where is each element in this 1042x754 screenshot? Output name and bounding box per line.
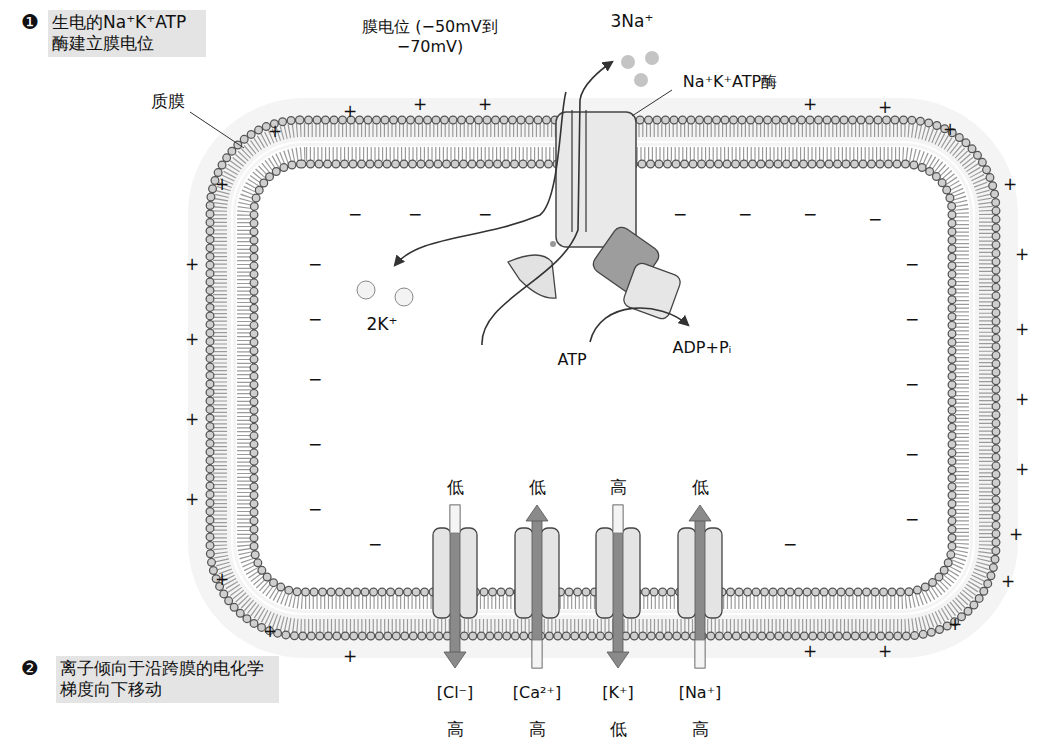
charge-sign: + [943, 119, 957, 140]
charge-sign: + [1015, 244, 1029, 265]
charge-sign: − [905, 444, 919, 465]
charge-sign: + [478, 94, 492, 115]
charge-sign: − [738, 204, 752, 225]
level-label: 低 [447, 477, 464, 498]
ion-label: [Cl⁻] [437, 683, 474, 703]
charge-sign: + [948, 614, 962, 635]
charge-sign: − [308, 434, 322, 455]
molecule-label: ADP+Pᵢ [673, 338, 732, 358]
charge-sign: + [343, 101, 357, 122]
charge-sign: + [1015, 459, 1029, 480]
charge-sign: − [905, 309, 919, 330]
ion-label: 2K⁺ [367, 314, 398, 335]
charge-sign: − [783, 534, 797, 555]
charge-sign: − [803, 204, 817, 225]
level-label: 低 [529, 477, 546, 498]
charge-sign: − [308, 499, 322, 520]
ion-channels [433, 505, 722, 668]
charge-sign: − [905, 509, 919, 530]
ion-label: 3Na⁺ [611, 11, 654, 32]
leader-line [632, 90, 672, 116]
charge-sign: + [268, 121, 282, 142]
charge-sign: + [185, 409, 199, 430]
callout-number: ❶ [21, 10, 39, 35]
level-label: 高 [447, 719, 464, 740]
charge-sign: + [343, 646, 357, 667]
note-text: 离子倾向于沿跨膜的电化学梯度向下移动 [56, 656, 279, 703]
callout-number: ❷ [21, 656, 39, 681]
molecule-label: ATP [557, 350, 586, 370]
charge-sign: + [263, 621, 277, 642]
charge-sign: + [215, 174, 229, 195]
charge-sign: − [673, 204, 687, 225]
level-label: 高 [610, 477, 627, 498]
potential-label: 膜电位 (−50mV到−70mV) [350, 17, 510, 57]
charge-sign: − [308, 254, 322, 275]
charge-sign: + [878, 641, 892, 662]
charge-sign: − [408, 204, 422, 225]
charge-sign: − [368, 534, 382, 555]
charge-sign: − [308, 369, 322, 390]
charge-sign: + [1015, 389, 1029, 410]
charge-sign: − [868, 209, 882, 230]
charge-sign: − [905, 254, 919, 275]
level-label: 低 [692, 477, 709, 498]
level-label: 高 [529, 719, 546, 740]
charge-sign: + [1003, 174, 1017, 195]
note-text: 生电的Na⁺K⁺ATP酶建立膜电位 [48, 10, 206, 57]
part-name: Na⁺K⁺ATP酶 [683, 72, 777, 92]
leader-line [190, 112, 244, 148]
charge-sign: + [878, 97, 892, 118]
na-k-atpase [357, 51, 688, 345]
charge-sign: − [478, 204, 492, 225]
charge-sign: + [185, 254, 199, 275]
charge-sign: + [413, 94, 427, 115]
ion-label: [K⁺] [602, 683, 633, 703]
ion-label: [Na⁺] [679, 683, 722, 703]
level-label: 高 [692, 719, 709, 740]
charge-sign: + [1015, 319, 1029, 340]
part-name: 质膜 [151, 91, 185, 112]
charge-sign: + [215, 569, 229, 590]
charge-sign: + [803, 94, 817, 115]
charge-sign: − [348, 204, 362, 225]
level-label: 低 [610, 719, 627, 740]
charge-sign: + [185, 489, 199, 510]
charge-sign: − [905, 374, 919, 395]
charge-sign: + [803, 641, 817, 662]
charge-sign: + [1009, 524, 1023, 545]
charge-sign: + [185, 329, 199, 350]
charge-sign: + [1001, 571, 1015, 592]
charge-sign: − [308, 309, 322, 330]
ion-label: [Ca²⁺] [513, 683, 561, 703]
